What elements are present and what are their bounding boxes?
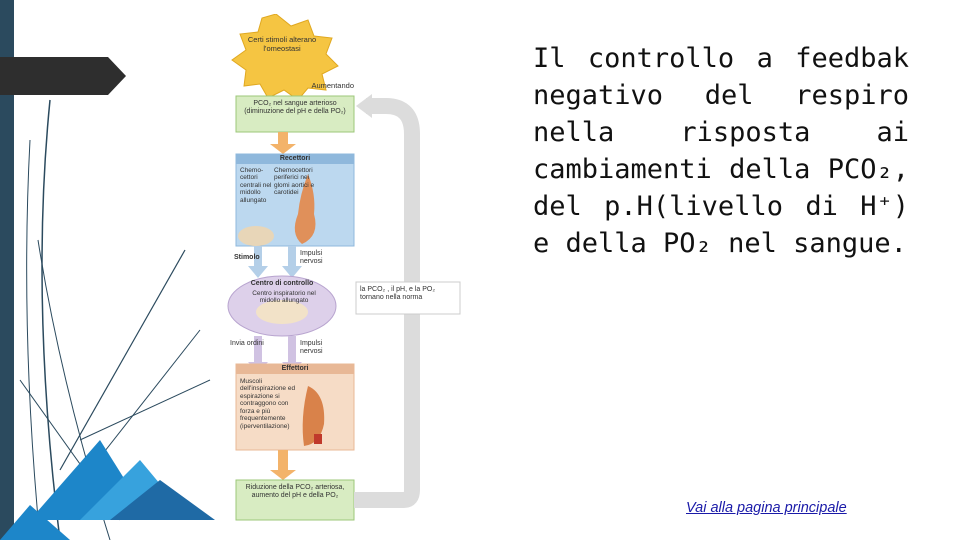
- decorative-lines: [0, 99, 215, 540]
- feedback-diagram: Certi stimoli alterano l'omeostasi Aumen…: [216, 14, 472, 526]
- control-center-header: Centro di controllo: [250, 280, 314, 287]
- nerve-impulses-label-2: Impulsi nervosi: [300, 340, 323, 356]
- left-accent-band: [0, 0, 14, 540]
- slide-title: Il controllo a feedbak negativo del resp…: [533, 43, 909, 259]
- diagram-shapes: [227, 14, 461, 521]
- effectors-text: Muscoli dell'inspirazione ed espirazione…: [240, 378, 296, 430]
- nerve-impulses-label-1: Impulsi nervosi: [300, 250, 323, 266]
- control-center-text: Centro inspiratorio nel midollo allungat…: [252, 290, 316, 305]
- receptors-header: Recettori: [279, 155, 311, 162]
- return-to-normal-text: la PCO₂ , il pH, e la PO₂ tornano nella …: [360, 286, 436, 302]
- pco2-box-text: PCO₂ nel sangue arterioso (diminuzione d…: [244, 100, 346, 116]
- stimulus-arrow-label: Stimolo: [234, 254, 260, 261]
- arrow-tab-decoration: [0, 57, 126, 95]
- effectors-header: Effettori: [281, 365, 309, 372]
- central-chemoreceptors-text: Chemo- cettori centrali nel midollo allu…: [240, 167, 272, 204]
- home-page-link[interactable]: Vai alla pagina principale: [686, 500, 847, 516]
- reduction-box-text: Riduzione della PCO₂ arteriosa, aumento …: [245, 484, 345, 500]
- orders-label: Invia ordini: [230, 340, 264, 347]
- increasing-label: Aumentando: [311, 81, 354, 90]
- peripheral-chemoreceptors-text: Chemocettori periferici nei glomi aortic…: [274, 167, 315, 197]
- stimulus-label: Certi stimoli alterano l'omeostasi: [247, 35, 317, 53]
